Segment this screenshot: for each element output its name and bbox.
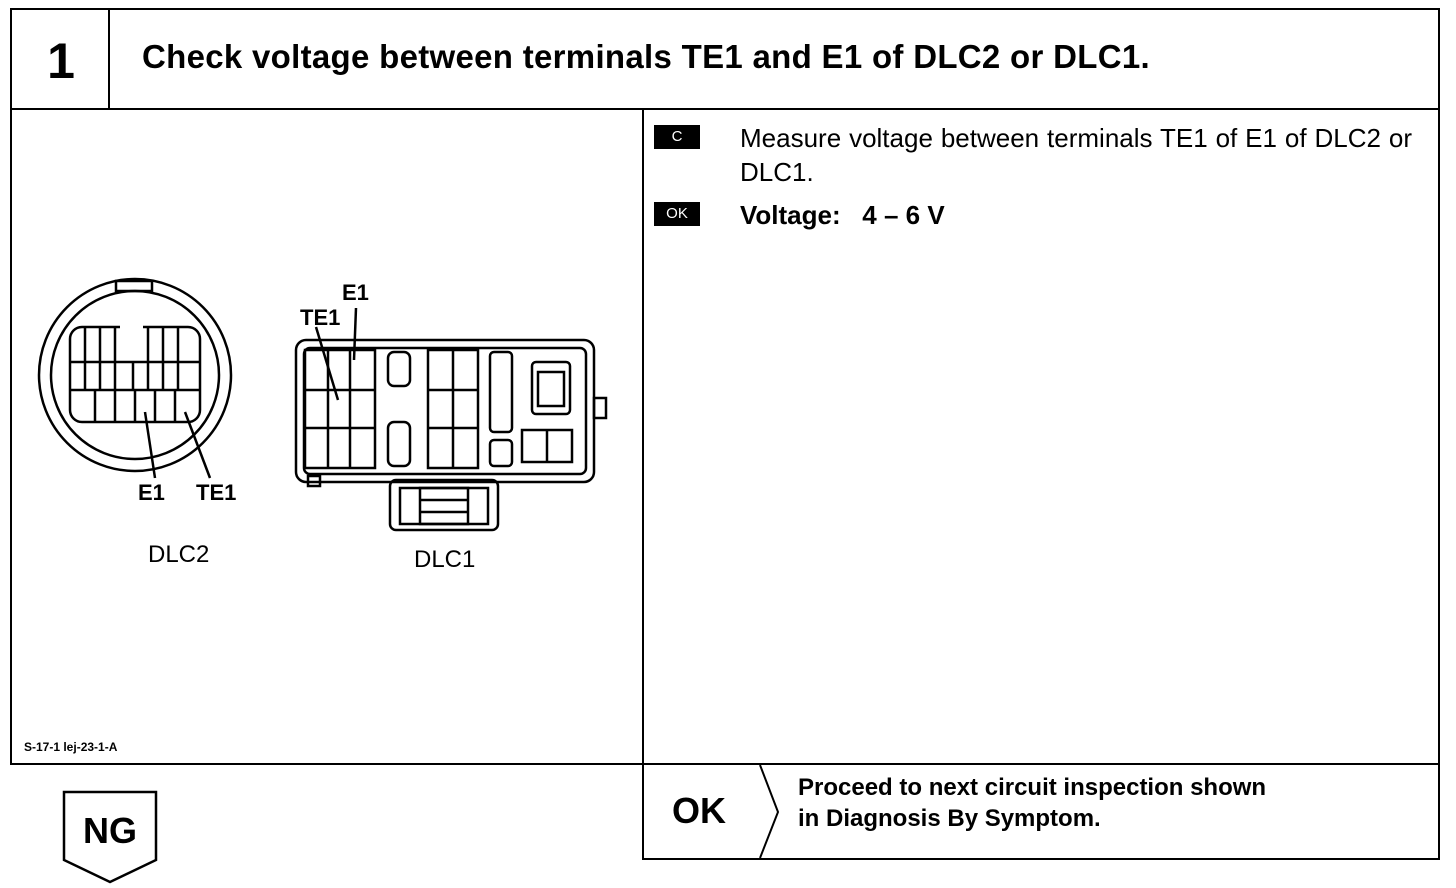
check-instruction: Measure voltage between terminals TE1 of… bbox=[740, 123, 1412, 187]
ok-result-label: OK bbox=[672, 790, 726, 831]
ok-spec: Voltage: 4 – 6 V bbox=[740, 200, 945, 230]
step-title-box: Check voltage between terminals TE1 and … bbox=[108, 8, 1440, 110]
ok-badge-icon: OK bbox=[654, 202, 700, 226]
ok-action-line1: Proceed to next circuit inspection shown bbox=[798, 774, 1267, 801]
ng-marker-shape bbox=[62, 790, 158, 884]
check-badge-icon: C bbox=[654, 125, 700, 149]
step-number: 1 bbox=[47, 33, 75, 89]
dlc1-te1-label: TE1 bbox=[300, 305, 340, 330]
figure-code: S-17-1 lej-23-1-A bbox=[24, 740, 118, 754]
dlc2-connector bbox=[37, 277, 233, 479]
ok-result-box bbox=[642, 763, 1440, 860]
ok-chevron bbox=[759, 764, 780, 859]
dlc1-name-label: DLC1 bbox=[414, 546, 475, 573]
ok-action-line2: in Diagnosis By Symptom. bbox=[798, 805, 1101, 832]
dlc2-te1-label: TE1 bbox=[196, 480, 236, 505]
ng-result-label: NG bbox=[83, 810, 137, 851]
dlc2-name-label: DLC2 bbox=[148, 541, 209, 568]
dlc1-connector bbox=[294, 307, 608, 532]
ok-result-action: Proceed to next circuit inspection shown… bbox=[798, 772, 1266, 834]
dlc2-e1-label: E1 bbox=[138, 480, 165, 505]
dlc1-e1-label: E1 bbox=[342, 280, 369, 305]
step-title: Check voltage between terminals TE1 and … bbox=[142, 38, 1150, 75]
